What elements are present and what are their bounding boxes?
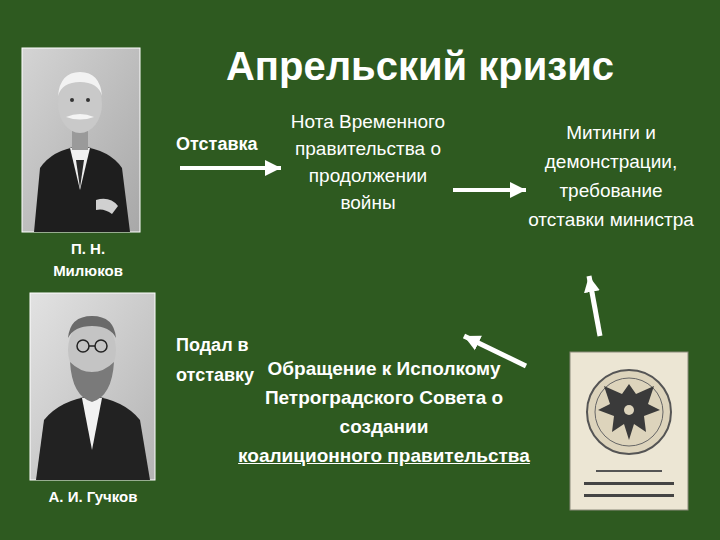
node-text: Обращение к Исполкому Петроградского Сов… <box>238 354 530 441</box>
node-text: коалиционного правительства <box>238 441 530 470</box>
node-text: Нота Временного правительства о продолже… <box>283 108 453 216</box>
node-text: Подал в отставку <box>176 330 280 390</box>
text-node: Митинги и демонстрации, требование отста… <box>528 118 694 234</box>
text-node: Подал в отставку <box>176 330 280 390</box>
portrait-milyukov <box>22 48 140 232</box>
node-text: Митинги и демонстрации, требование отста… <box>528 118 694 234</box>
text-node: Обращение к Исполкому Петроградского Сов… <box>238 354 530 470</box>
title: Апрельский кризис <box>180 44 660 89</box>
portrait-caption: П. Н. Милюков <box>40 238 136 282</box>
portrait-caption: А. И. Гучков <box>20 486 166 508</box>
arrow-connector <box>180 166 281 170</box>
arrow-connector <box>453 188 526 192</box>
arrow-up <box>589 276 600 336</box>
node-text: Отставка <box>176 133 276 155</box>
government-seal <box>570 352 688 510</box>
text-node: Отставка <box>176 133 276 168</box>
text-node: Нота Временного правительства о продолже… <box>283 108 453 216</box>
portrait-guchkov <box>30 293 155 480</box>
